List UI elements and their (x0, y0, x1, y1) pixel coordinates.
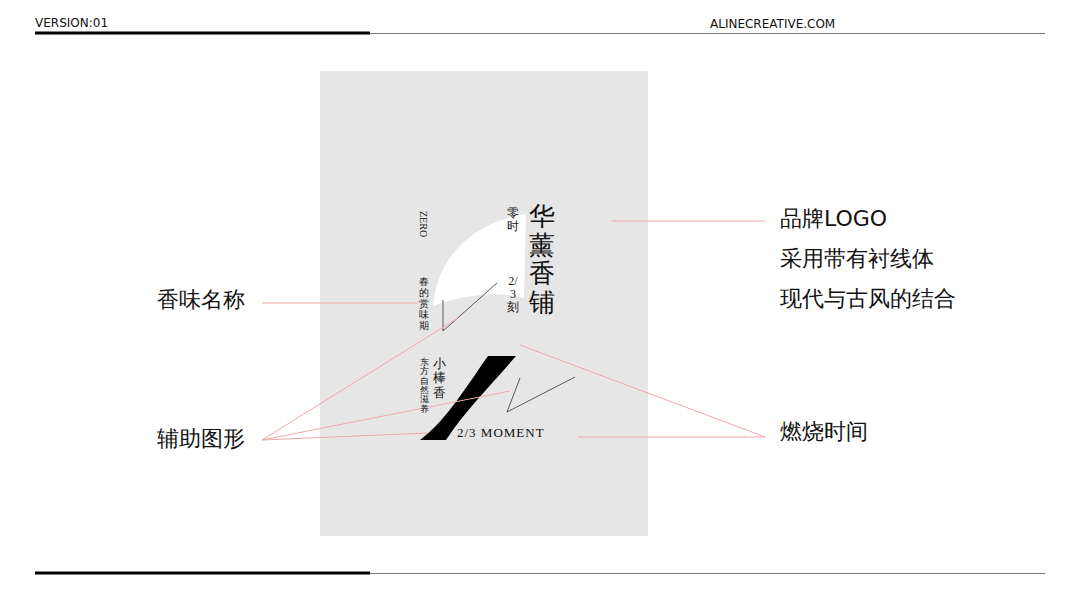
vertical-text: 零时 (507, 207, 519, 233)
leader-line (262, 391, 510, 440)
poster-text: 2/3 MOMENT (457, 425, 545, 441)
leaf-shape (433, 214, 526, 306)
line-graphic (443, 283, 497, 331)
leader-line (262, 433, 427, 440)
poster-panel: ZERO 零时华薰香铺 2/3刻 春的赏味期小棒香东方自然滋养 2/3 MOMENT (320, 71, 648, 536)
version-label: VERSION:01 (35, 16, 108, 30)
footer-rule-thick (35, 572, 370, 575)
annotation-text: 香味名称 (157, 287, 245, 313)
site-label: ALINECREATIVE.COM (710, 17, 835, 31)
header-rule-thick (35, 32, 370, 35)
vertical-text: 2/3刻 (507, 275, 519, 315)
leader-line (612, 221, 765, 222)
slash-shape (420, 356, 516, 440)
footer-rule-thin (370, 573, 1045, 574)
leader-line (262, 318, 458, 440)
vertical-text: 春的赏味期 (419, 276, 429, 331)
vertical-text: 小棒香 (433, 357, 446, 400)
header-rule-thin (370, 33, 1045, 34)
annotation-title: 品牌LOGO (780, 206, 887, 232)
line-graphic (507, 377, 575, 412)
poster-text: ZERO (418, 211, 428, 237)
annotation-text: 燃烧时间 (780, 419, 868, 445)
annotation-text: 采用带有衬线体 (780, 246, 934, 272)
leader-line (262, 303, 418, 304)
annotation-text: 现代与古风的结合 (780, 286, 956, 312)
leader-line (578, 437, 765, 438)
annotation-text: 辅助图形 (157, 426, 245, 452)
leader-line (520, 345, 765, 437)
vertical-text: 华薰香铺 (529, 203, 555, 317)
vertical-text: 东方自然滋养 (420, 358, 429, 414)
